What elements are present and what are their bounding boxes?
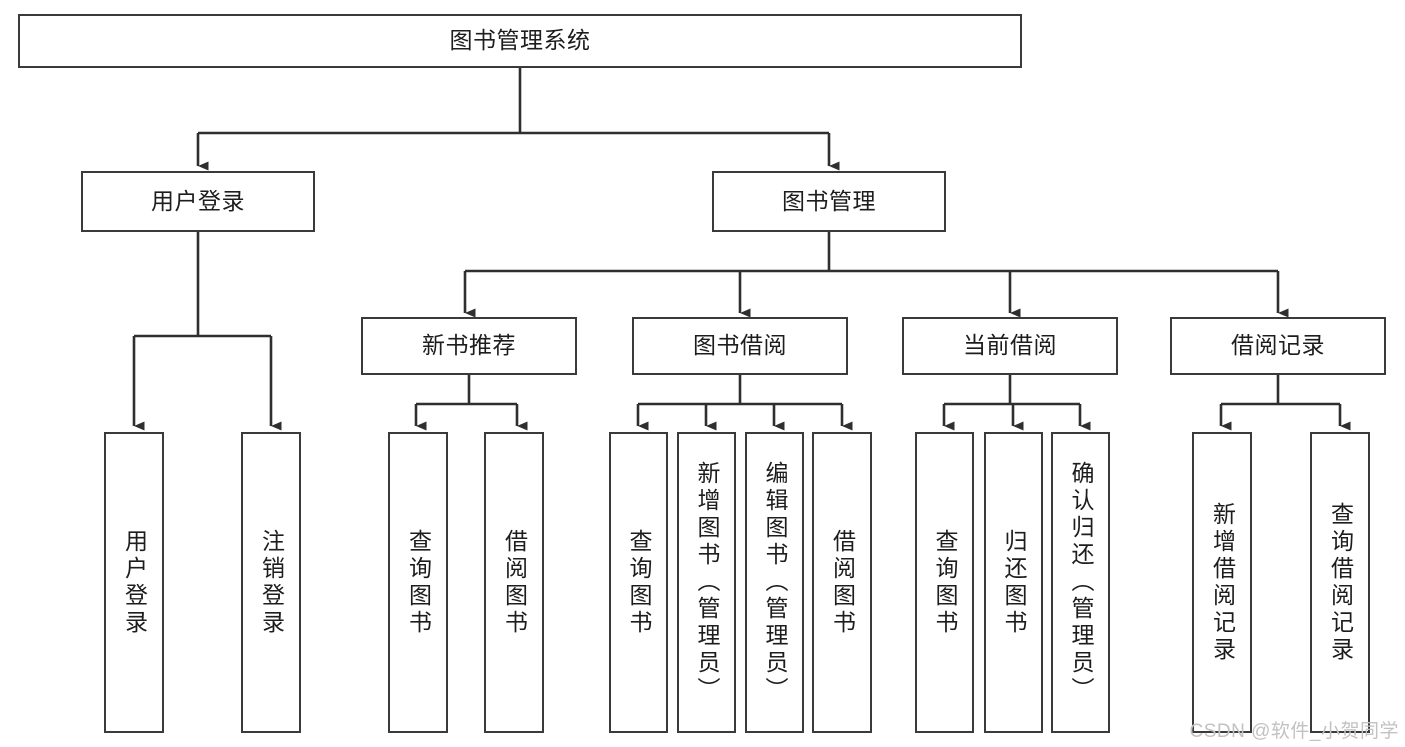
node-borrow-records[interactable]: 借阅记录: [1170, 317, 1386, 375]
node-root-book-management-system[interactable]: 图书管理系统: [18, 14, 1022, 68]
node-new-book-recommend[interactable]: 新书推荐: [361, 317, 577, 375]
leaf-user-login-logout[interactable]: 注销登录: [241, 432, 301, 733]
leaf-book-borrow-add-book-admin[interactable]: 新增图书（管理员）: [677, 432, 736, 733]
node-label: 图书管理: [782, 187, 876, 214]
watermark-text: CSDN @软件_小贺同学: [1189, 721, 1399, 742]
node-label: 归还图书: [1001, 528, 1027, 637]
node-label: 图书管理系统: [449, 27, 591, 54]
node-label: 用户登录: [121, 528, 148, 637]
leaf-book-borrow-edit-book-admin[interactable]: 编辑图书（管理员）: [745, 432, 804, 733]
node-label: 借阅图书: [829, 528, 856, 637]
node-label: 图书借阅: [693, 332, 787, 359]
node-label: 查询图书: [932, 528, 958, 637]
leaf-current-borrow-confirm-return-admin[interactable]: 确认归还（管理员）: [1051, 432, 1110, 733]
leaf-user-login-login[interactable]: 用户登录: [104, 432, 164, 733]
node-label: 注销登录: [258, 528, 285, 637]
leaf-borrow-records-add-record[interactable]: 新增借阅记录: [1192, 432, 1252, 733]
node-book-borrow[interactable]: 图书借阅: [632, 317, 848, 375]
node-label: 新增图书（管理员）: [694, 461, 720, 704]
node-label: 查询图书: [626, 528, 652, 637]
node-label: 查询图书: [405, 528, 432, 637]
leaf-borrow-records-query-record[interactable]: 查询借阅记录: [1310, 432, 1370, 733]
node-label: 编辑图书（管理员）: [762, 461, 788, 704]
leaf-book-borrow-query-book[interactable]: 查询图书: [609, 432, 668, 733]
leaf-current-borrow-return-book[interactable]: 归还图书: [984, 432, 1043, 733]
node-label: 确认归还（管理员）: [1068, 461, 1094, 704]
node-label: 当前借阅: [963, 332, 1057, 359]
node-book-management[interactable]: 图书管理: [712, 171, 946, 232]
leaf-new-book-query-book[interactable]: 查询图书: [388, 432, 448, 733]
leaf-new-book-borrow-book[interactable]: 借阅图书: [484, 432, 544, 733]
node-label: 用户登录: [151, 187, 245, 214]
node-current-borrow[interactable]: 当前借阅: [902, 317, 1118, 375]
leaf-book-borrow-borrow-book[interactable]: 借阅图书: [812, 432, 872, 733]
node-label: 新增借阅记录: [1209, 501, 1236, 664]
node-label: 借阅记录: [1231, 332, 1325, 359]
node-label: 查询借阅记录: [1327, 501, 1354, 664]
leaf-current-borrow-query-book[interactable]: 查询图书: [915, 432, 974, 733]
node-label: 新书推荐: [422, 332, 516, 359]
node-user-login[interactable]: 用户登录: [81, 171, 315, 232]
node-label: 借阅图书: [501, 528, 528, 637]
